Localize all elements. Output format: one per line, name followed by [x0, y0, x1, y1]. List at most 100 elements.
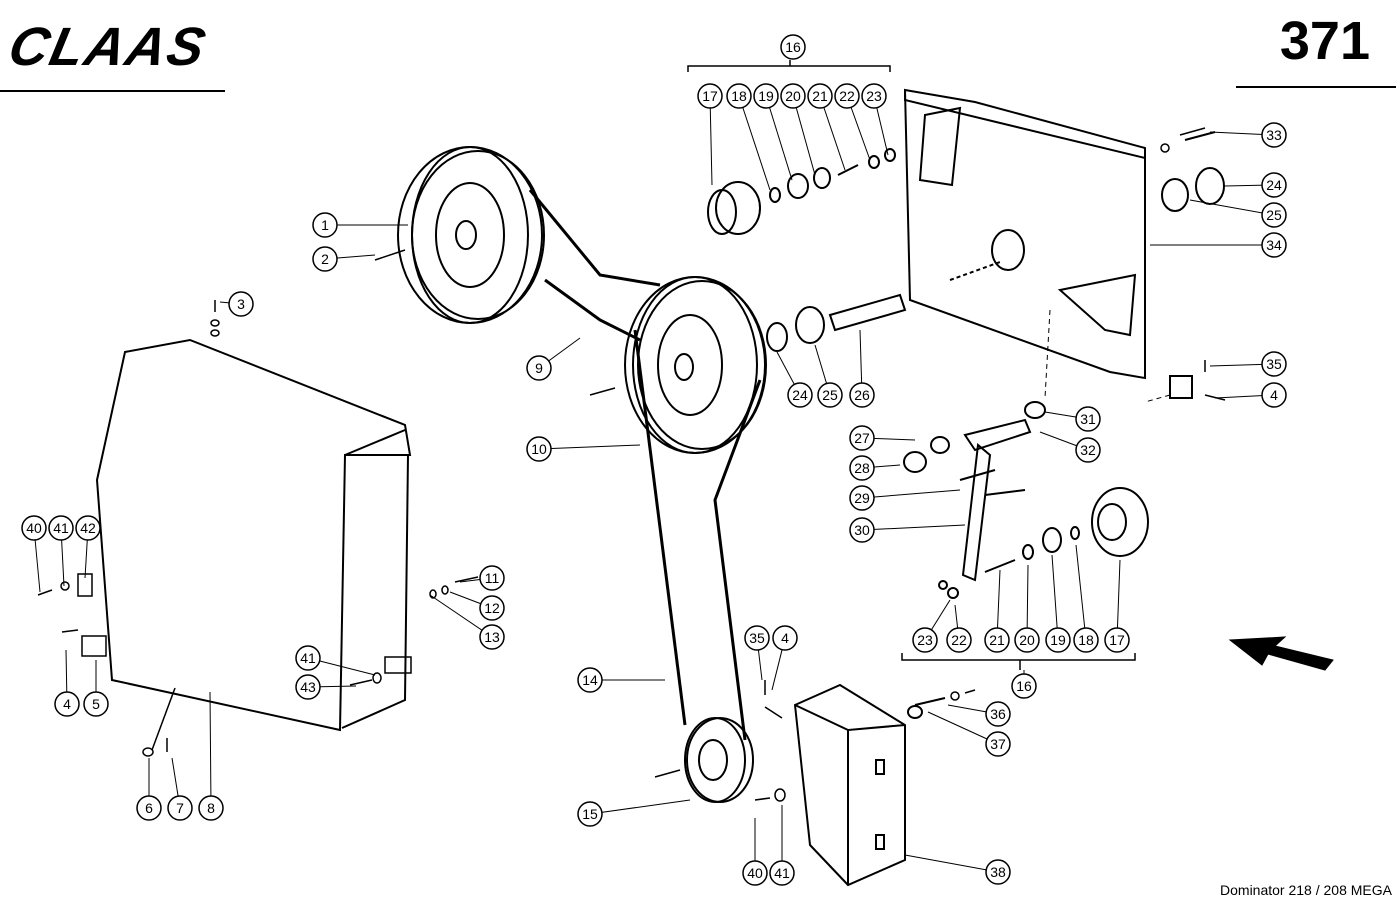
callout-number: 23 — [866, 88, 882, 104]
callout-27: 27 — [849, 425, 875, 451]
leader-line — [1189, 199, 1275, 216]
callout-number: 27 — [854, 430, 870, 446]
page-number: 371 — [1279, 11, 1370, 71]
right-side-plate — [903, 88, 1193, 399]
callout-circle — [787, 382, 813, 408]
callout-circle — [1261, 122, 1287, 148]
leader-line — [861, 489, 961, 499]
callout-29: 29 — [849, 485, 875, 511]
header-rule-right — [1236, 86, 1396, 88]
callout-35: 35 — [744, 625, 770, 651]
callout-circle — [780, 83, 806, 109]
callout-40: 40 — [742, 860, 768, 886]
callout-41: 41 — [295, 645, 321, 671]
callout-21: 21 — [807, 83, 833, 109]
small-hardware — [37, 127, 1226, 802]
callout-43: 43 — [295, 674, 321, 700]
callout-circle — [807, 83, 833, 109]
alignment-lines — [1044, 309, 1171, 403]
callout-number: 13 — [484, 629, 500, 645]
leader-line — [538, 444, 641, 450]
callout-circle — [526, 436, 552, 462]
callout-number: 19 — [1050, 632, 1066, 648]
callout-circle — [48, 515, 74, 541]
plate-bearing — [1161, 131, 1225, 212]
callout-circle — [984, 627, 1010, 653]
callout-25: 25 — [817, 382, 843, 408]
callout-circle — [295, 674, 321, 700]
callout-circle — [228, 291, 254, 317]
callout-number: 4 — [1270, 387, 1278, 403]
callout-number: 40 — [747, 865, 763, 881]
callout-number: 28 — [854, 460, 870, 476]
callout-circle — [54, 691, 80, 717]
callout-33: 33 — [1261, 122, 1287, 148]
callout-16: 16 — [780, 34, 806, 60]
callout-circle — [1261, 382, 1287, 408]
callout-number: 21 — [989, 632, 1005, 648]
callout-circle — [83, 691, 109, 717]
callout-number: 7 — [176, 800, 184, 816]
callout-41: 41 — [48, 515, 74, 541]
callout-number: 42 — [80, 520, 96, 536]
callout-6: 6 — [136, 795, 162, 821]
tensioner-arm — [903, 401, 1046, 582]
callout-circle — [985, 859, 1011, 885]
middle-pulley — [624, 276, 767, 454]
leader-line — [792, 95, 816, 176]
callout-2: 2 — [312, 246, 338, 272]
callout-circle — [1075, 437, 1101, 463]
callout-number: 4 — [781, 630, 789, 646]
callout-number: 30 — [854, 522, 870, 538]
callout-circle — [849, 517, 875, 543]
callout-24: 24 — [787, 382, 813, 408]
callout-37: 37 — [985, 731, 1011, 757]
callout-circle — [849, 425, 875, 451]
callout-11: 11 — [479, 565, 505, 591]
callout-number: 43 — [300, 679, 316, 695]
callout-circle — [742, 860, 768, 886]
leader-line — [209, 691, 212, 809]
callout-circle — [912, 627, 938, 653]
callout-number: 41 — [774, 865, 790, 881]
callout-35: 35 — [1261, 351, 1287, 377]
callout-10: 10 — [526, 436, 552, 462]
callout-circle — [312, 246, 338, 272]
callout-number: 23 — [917, 632, 933, 648]
callout-14: 14 — [577, 667, 603, 693]
callout-circle — [577, 801, 603, 827]
belts — [528, 189, 762, 741]
callout-23: 23 — [861, 83, 887, 109]
callout-32: 32 — [1075, 437, 1101, 463]
callout-26: 26 — [849, 382, 875, 408]
callout-number: 31 — [1080, 411, 1096, 427]
callout-22: 22 — [834, 83, 860, 109]
callout-number: 38 — [990, 864, 1006, 880]
callout-16: 16 — [1011, 673, 1037, 699]
upper-bearing-kit — [707, 148, 896, 235]
callout-number: 12 — [484, 600, 500, 616]
arrow-up-left-icon — [1228, 636, 1334, 671]
callout-circle — [946, 627, 972, 653]
callout-circle — [1261, 351, 1287, 377]
callout-30: 30 — [849, 517, 875, 543]
callout-24: 24 — [1261, 172, 1287, 198]
callout-circle — [577, 667, 603, 693]
callout-number: 8 — [207, 800, 215, 816]
callout-17: 17 — [1104, 627, 1130, 653]
callout-20: 20 — [780, 83, 806, 109]
callout-number: 37 — [990, 736, 1006, 752]
callout-circle — [75, 515, 101, 541]
callout-number: 3 — [237, 296, 245, 312]
lower-pulley — [684, 717, 754, 803]
callout-circle — [479, 624, 505, 650]
callout-circle — [985, 701, 1011, 727]
left-cover-housing — [95, 338, 412, 732]
callout-18: 18 — [726, 83, 752, 109]
callout-circle — [479, 595, 505, 621]
callout-circle — [312, 212, 338, 238]
callout-number: 16 — [785, 39, 801, 55]
callout-4: 4 — [1261, 382, 1287, 408]
callout-36: 36 — [985, 701, 1011, 727]
